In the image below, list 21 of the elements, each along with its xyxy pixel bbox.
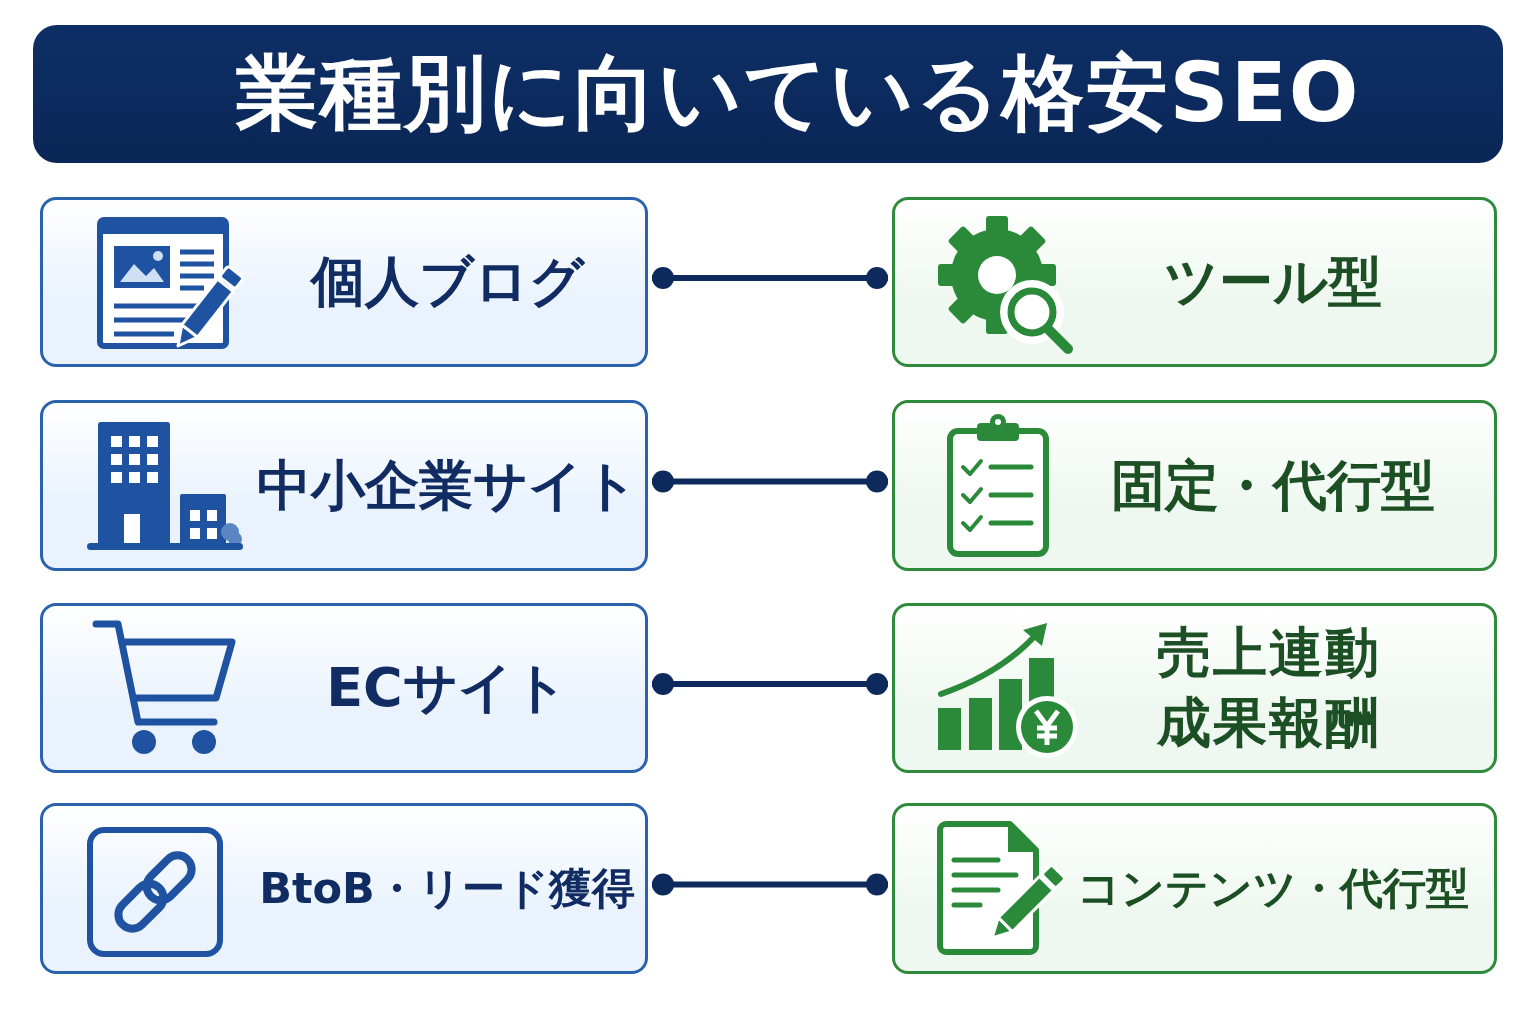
title-banner: 業種別に向いている格安SEO <box>33 25 1503 163</box>
card-label: BtoB・リード獲得 <box>259 862 635 915</box>
category-card <box>892 603 1497 773</box>
card-label: 売上連動成果報酬 <box>1156 619 1382 756</box>
category-card <box>40 603 648 773</box>
connector-line <box>652 470 888 493</box>
category-card <box>40 197 648 367</box>
category-card <box>892 197 1497 367</box>
card-label: 固定・代行型 <box>1111 452 1435 519</box>
card-label: ECサイト <box>326 655 568 721</box>
card-label: コンテンツ・代行型 <box>1077 862 1469 915</box>
category-card <box>40 400 648 571</box>
category-card <box>892 400 1497 571</box>
card-label: ツール型 <box>1164 249 1382 315</box>
connector-line <box>652 873 888 896</box>
category-card <box>40 803 648 974</box>
card-label: 中小企業サイト <box>256 452 638 519</box>
category-card <box>892 803 1497 974</box>
card-label: 個人ブログ <box>310 249 584 315</box>
connector-line <box>652 267 888 289</box>
connector-line <box>652 673 888 695</box>
